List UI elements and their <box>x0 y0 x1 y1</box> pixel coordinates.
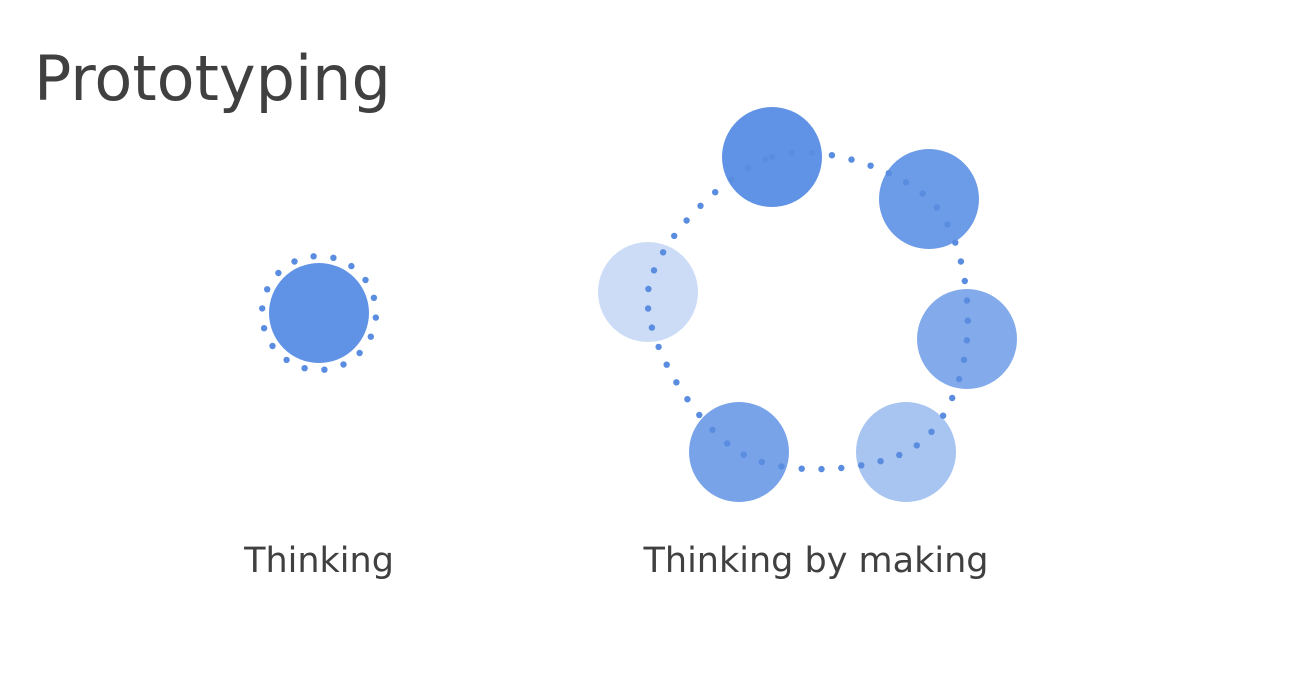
loop-dot <box>818 465 825 473</box>
loop-dot <box>762 156 769 163</box>
thinking-by-making-dotted-ring <box>644 149 971 473</box>
loop-dot <box>728 176 735 183</box>
loop-dot <box>712 189 719 196</box>
thinking-ring-dot <box>321 366 328 373</box>
loop-dot <box>957 258 965 265</box>
loop-dot <box>885 170 892 177</box>
loop-dot <box>709 426 716 433</box>
loop-dot <box>858 462 865 469</box>
loop-dot <box>896 451 903 459</box>
loop-dot <box>960 356 968 363</box>
loop-dot <box>645 285 652 293</box>
thinking-ring-dot <box>283 356 290 364</box>
thinking-ring-dot <box>370 294 378 301</box>
loop-dot <box>944 221 951 228</box>
loop-dot <box>671 232 678 240</box>
loop-dot <box>744 165 752 172</box>
loop-dot <box>963 297 971 304</box>
loop-dot <box>902 179 910 186</box>
loop-dot <box>778 463 785 470</box>
loop-dot <box>696 411 703 419</box>
slide-title: Prototyping <box>34 42 391 115</box>
loop-dot <box>697 202 704 209</box>
thinking-by-making-diagram <box>598 107 1017 502</box>
loop-dot <box>673 379 680 386</box>
thinking-ring-dot <box>348 262 355 270</box>
thinking-node <box>269 263 369 363</box>
thinking-diagram <box>259 253 379 373</box>
thinking-ring-dot <box>260 325 268 332</box>
loop-dot <box>683 217 690 224</box>
loop-dot <box>848 156 855 163</box>
thinking-ring-dot <box>264 286 271 293</box>
loop-dot <box>724 440 731 447</box>
loop-dot <box>644 305 652 312</box>
loop-dot <box>663 361 670 368</box>
loop-dot <box>963 337 971 344</box>
loop-dot <box>655 343 662 351</box>
loop-dot <box>648 324 656 331</box>
loop-dot <box>740 451 747 458</box>
thinking-ring-dot <box>372 314 379 321</box>
loop-dot <box>955 375 963 383</box>
thinking-ring-dot <box>330 254 337 261</box>
thinking-ring-dot <box>340 361 347 368</box>
node-lower-left <box>689 402 789 502</box>
loop-dot <box>650 267 658 274</box>
loop-dot <box>939 412 947 419</box>
loop-dot <box>949 394 956 402</box>
thinking-ring-dot <box>259 305 266 312</box>
thinking-ring-dot <box>269 342 276 350</box>
node-upper-right <box>879 149 979 249</box>
loop-dot <box>961 277 968 285</box>
loop-dot <box>838 464 845 472</box>
loop-dot <box>788 149 795 157</box>
loop-dot <box>867 162 874 169</box>
thinking-ring-dot <box>362 276 369 284</box>
loop-dot <box>808 149 815 156</box>
loop-dot <box>933 204 940 211</box>
loop-dot <box>768 153 776 161</box>
thinking-by-making-caption: Thinking by making <box>643 541 989 581</box>
thinking-ring-dot <box>301 365 308 372</box>
loop-dot <box>877 458 884 465</box>
loop-dot <box>928 428 935 435</box>
loop-dot <box>798 465 805 472</box>
thinking-ring-dot <box>356 349 363 357</box>
thinking-caption: Thinking <box>244 541 394 581</box>
thinking-ring-dot <box>275 269 282 277</box>
loop-dot <box>758 458 765 466</box>
thinking-ring-dot <box>291 258 298 265</box>
node-lower-right <box>856 402 956 502</box>
thinking-dotted-ring <box>259 253 379 373</box>
loop-dot <box>913 442 920 449</box>
thinking-by-making-nodes <box>598 107 1017 502</box>
thinking-ring-dot <box>310 253 317 260</box>
loop-dot <box>684 396 691 403</box>
loop-dot <box>828 152 836 159</box>
loop-dot <box>952 239 959 246</box>
thinking-ring-dot <box>367 333 374 340</box>
loop-dot <box>659 249 667 256</box>
loop-dot <box>919 190 926 197</box>
loop-dot <box>964 317 971 324</box>
